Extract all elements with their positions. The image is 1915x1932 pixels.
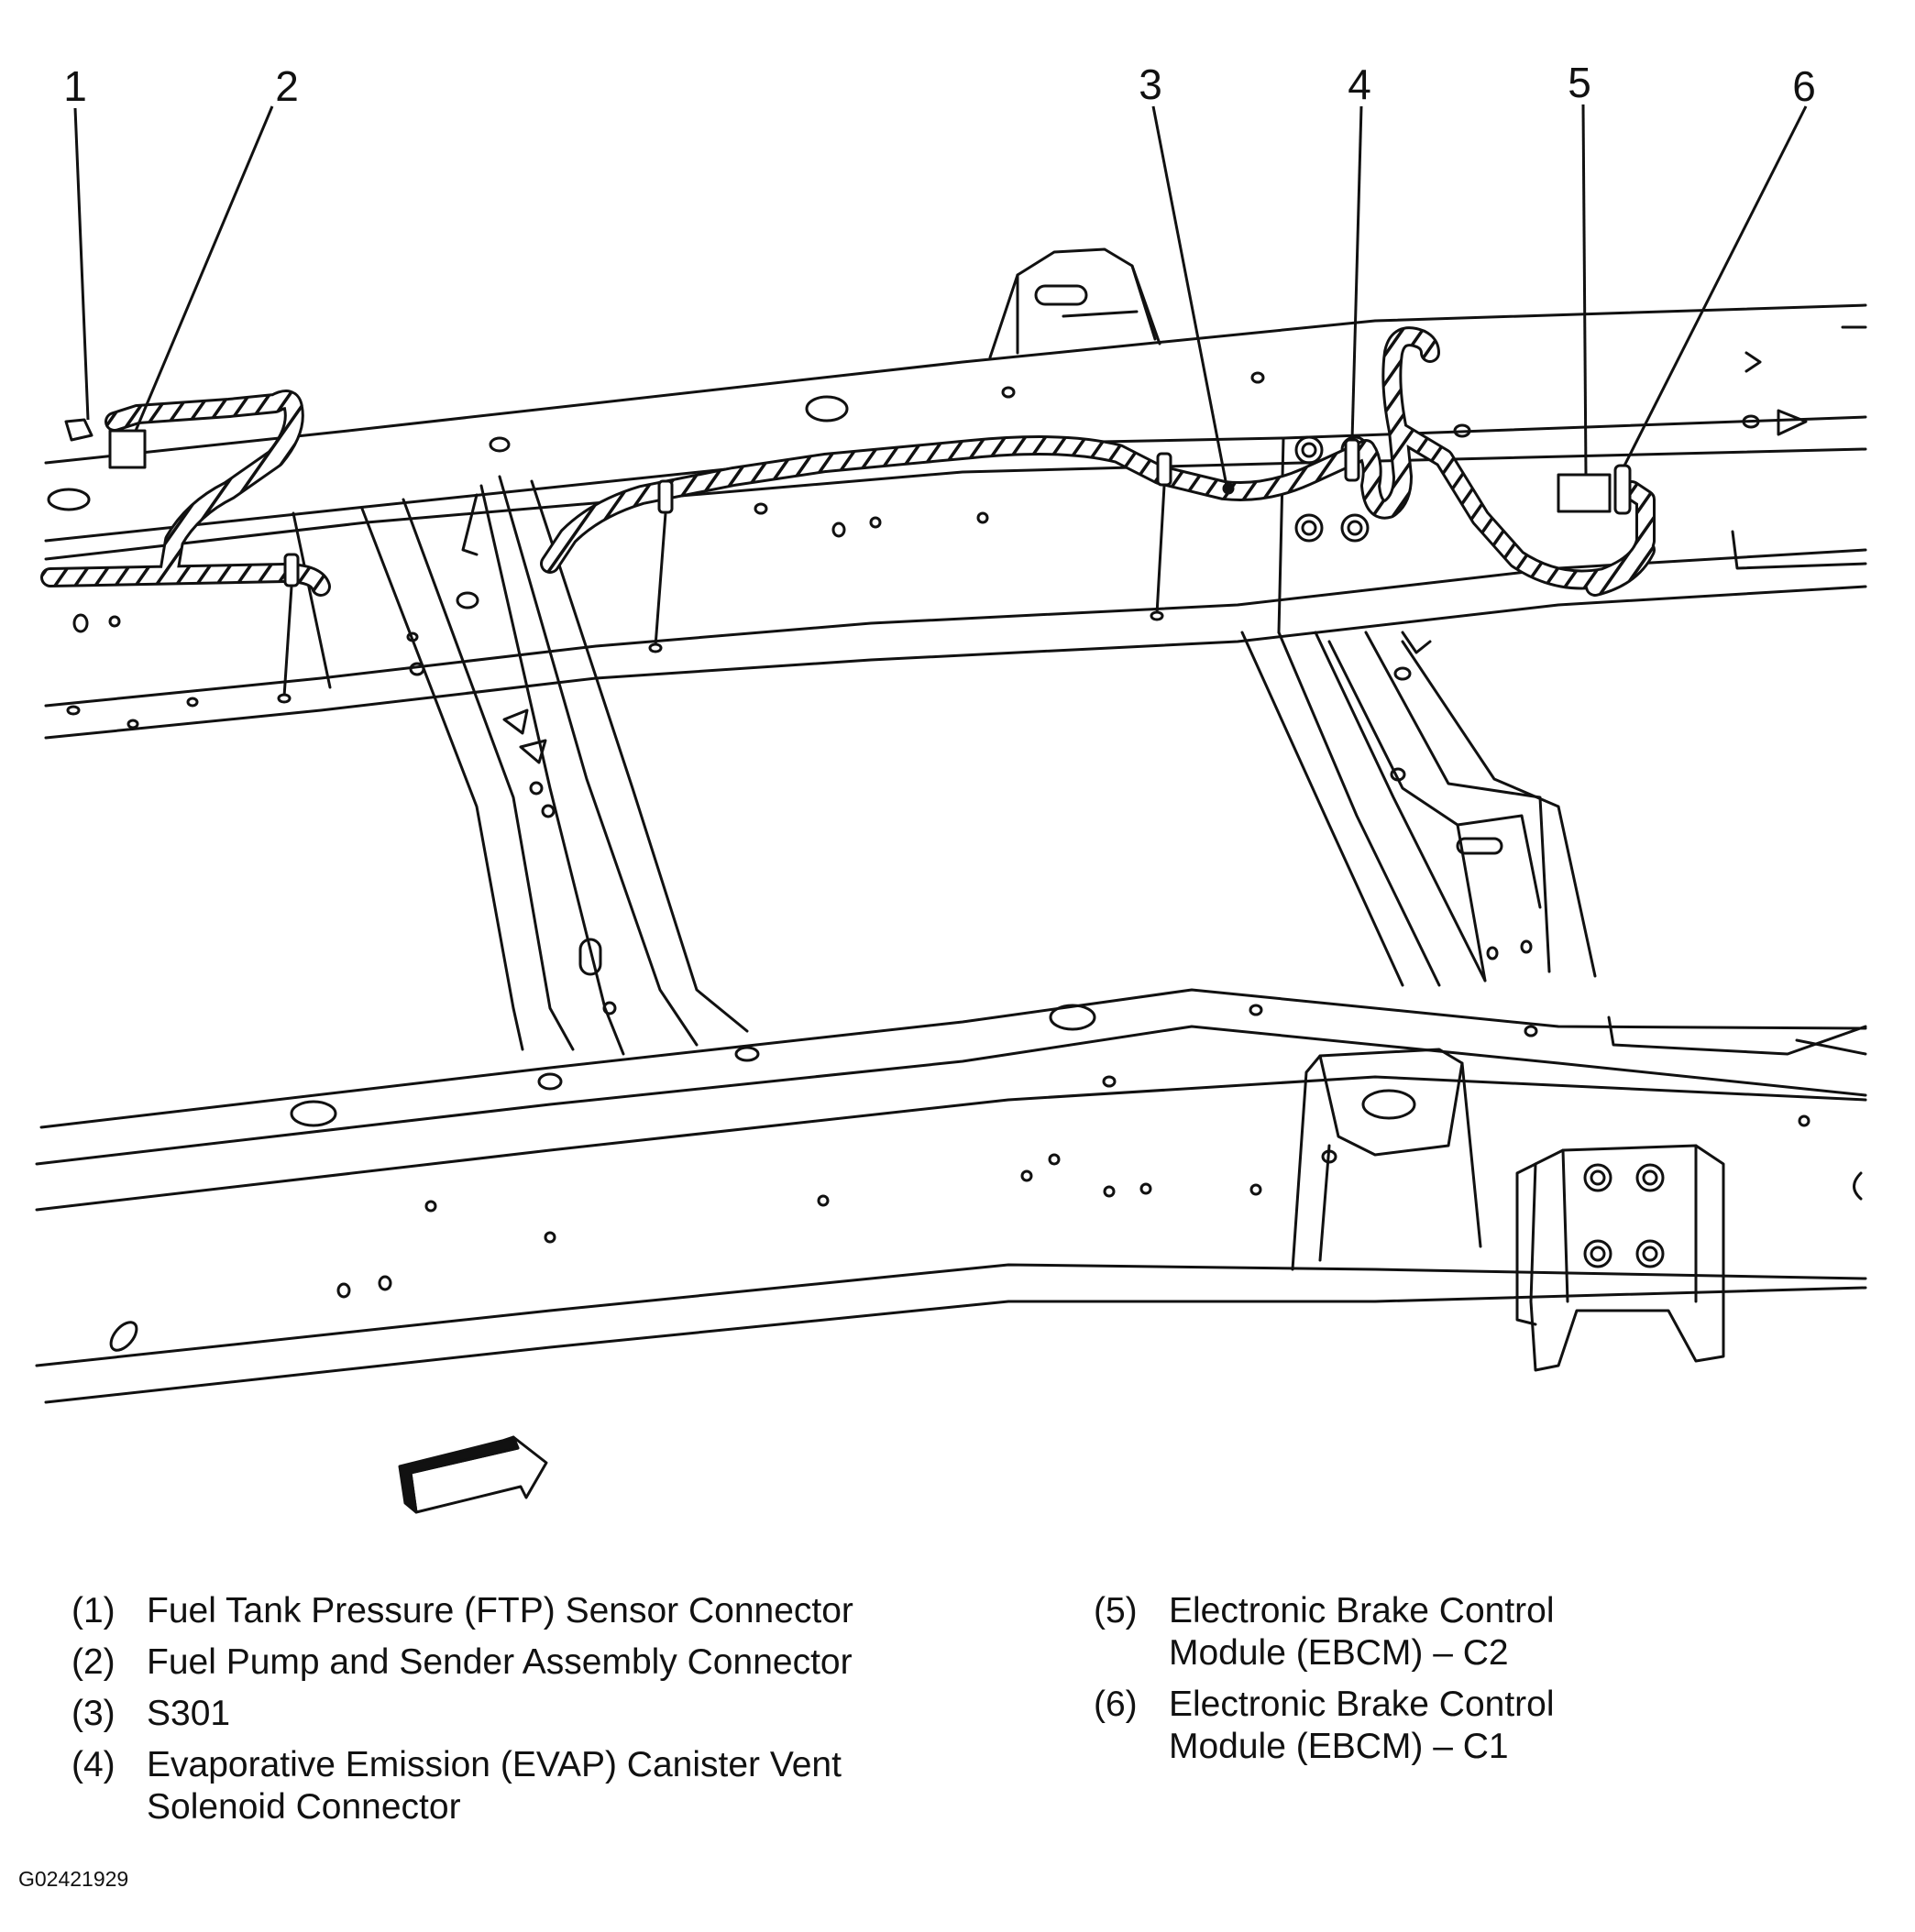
ebcm-c2-connector-icon bbox=[1557, 473, 1612, 513]
legend-item-1: (1) Fuel Tank Pressure (FTP) Sensor Conn… bbox=[72, 1590, 1062, 1632]
legend-text: Evaporative Emission (EVAP) Canister Ven… bbox=[147, 1745, 842, 1827]
legend-number: (6) bbox=[1094, 1685, 1138, 1724]
legend-number: (5) bbox=[1094, 1591, 1138, 1630]
legend-item-4: (4) Evaporative Emission (EVAP) Canister… bbox=[72, 1744, 1062, 1828]
legend-text: Electronic Brake Control Module (EBCM) –… bbox=[1169, 1685, 1555, 1766]
legend-text: Fuel Pump and Sender Assembly Connector bbox=[147, 1642, 853, 1682]
legend-item-2: (2) Fuel Pump and Sender Assembly Connec… bbox=[72, 1641, 1062, 1684]
right-crossmember bbox=[1240, 631, 1597, 987]
callout-2: 2 bbox=[275, 62, 299, 110]
legend-number: (2) bbox=[72, 1642, 116, 1682]
legend-right-column: (5) Electronic Brake Control Module (EBC… bbox=[1094, 1590, 1735, 1777]
callout-1: 1 bbox=[63, 62, 87, 110]
legend-text: Electronic Brake Control Module (EBCM) –… bbox=[1169, 1591, 1555, 1673]
lower-frame-rail bbox=[35, 988, 1867, 1404]
fuel-pump-connector-icon bbox=[108, 429, 147, 469]
wiring-harness bbox=[40, 326, 1656, 704]
upper-frame-rail bbox=[44, 247, 1867, 740]
callout-4: 4 bbox=[1348, 60, 1371, 108]
legend-number: (3) bbox=[72, 1694, 116, 1733]
forward-arrow-icon bbox=[398, 1435, 548, 1514]
legend-left-column: (1) Fuel Tank Pressure (FTP) Sensor Conn… bbox=[72, 1590, 1062, 1838]
legend-number: (4) bbox=[72, 1745, 116, 1784]
figure-id: G02421929 bbox=[18, 1867, 129, 1891]
leader-lines bbox=[73, 104, 1808, 487]
evap-vent-connector-icon bbox=[1344, 438, 1360, 482]
legend-item-6: (6) Electronic Brake Control Module (EBC… bbox=[1094, 1684, 1735, 1768]
legend-item-5: (5) Electronic Brake Control Module (EBC… bbox=[1094, 1590, 1735, 1674]
ebcm-c1-connector-icon bbox=[1613, 464, 1632, 515]
callout-6: 6 bbox=[1792, 62, 1816, 110]
legend-text: Fuel Tank Pressure (FTP) Sensor Connecto… bbox=[147, 1591, 853, 1630]
legend-item-3: (3) S301 bbox=[72, 1693, 1062, 1735]
callout-3: 3 bbox=[1139, 60, 1162, 108]
legend-text: S301 bbox=[147, 1694, 231, 1733]
legend-number: (1) bbox=[72, 1591, 116, 1630]
ftp-sensor-connector-icon bbox=[64, 418, 94, 442]
callout-5: 5 bbox=[1568, 59, 1591, 106]
callout-numbers: 1 2 3 4 5 6 bbox=[63, 59, 1816, 110]
left-crossmember bbox=[292, 475, 749, 1056]
